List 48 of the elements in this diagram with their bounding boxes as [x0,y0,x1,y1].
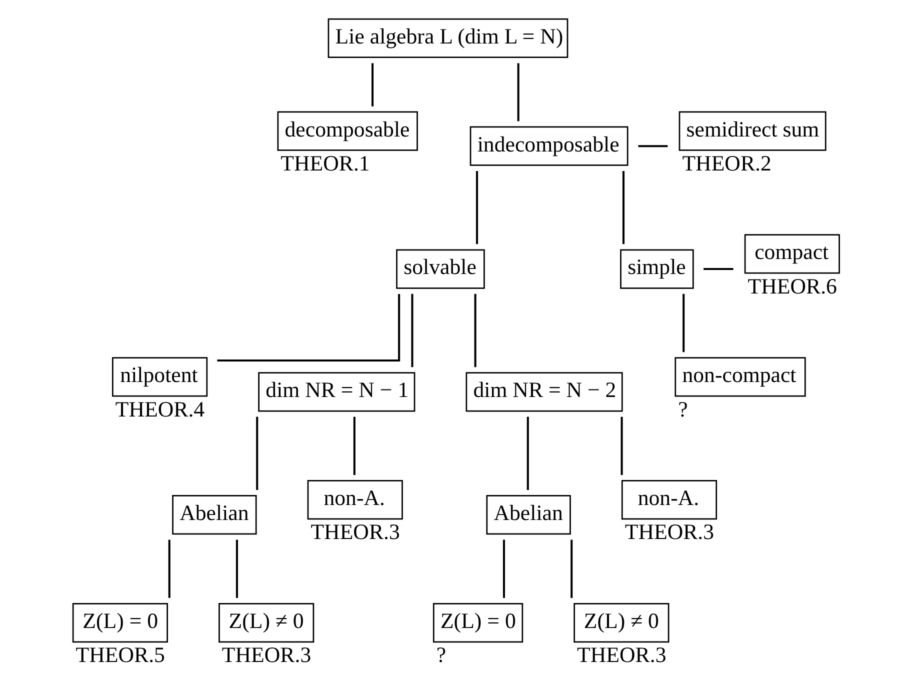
connector [236,540,238,598]
connector [517,63,520,122]
node-box: Z(L) ≠ 0 [218,602,314,643]
node-label: ? [678,397,688,422]
connector [570,540,573,598]
connector [256,416,258,490]
node-box: non-compact [674,357,806,397]
node-box: Z(L) = 0 [432,602,524,643]
node-box: solvable [396,249,485,289]
node-box: Z(L) ≠ 0 [574,602,670,643]
connector [474,294,476,368]
node-label: THEOR.3 [577,643,666,668]
connector [217,294,400,362]
node-box: Abelian [172,495,257,535]
node-label: THEOR.3 [624,520,714,544]
node-box: simple [620,249,694,289]
node-label: THEOR.6 [748,274,837,298]
connector [476,170,478,244]
node-box: non-A. [307,480,403,520]
connector [622,170,625,244]
connector [372,63,374,106]
connector [526,416,529,490]
connector [620,416,623,476]
node-label: THEOR.4 [115,397,205,422]
node-box: Abelian [486,495,571,535]
node-box: Lie algebra L (dim L = N) [328,18,568,58]
node-box: dim NR = N − 2 [466,372,623,412]
node-box: dim NR = N − 1 [258,372,416,412]
connector [638,145,668,148]
connector [682,294,685,352]
connector [502,540,505,598]
node-box: non-A. [621,480,718,520]
node-box: nilpotent [112,357,208,397]
connector [704,268,734,270]
node-label: THEOR.1 [280,151,370,176]
node-label: ? [436,643,446,668]
node-box: Z(L) = 0 [72,602,168,643]
connector [411,294,414,368]
node-label: THEOR.5 [76,643,166,668]
node-label: THEOR.3 [222,643,312,668]
connector [168,540,170,598]
node-box: indecomposable [470,126,628,166]
node-box: decomposable [277,111,418,151]
connector [353,416,356,476]
node-label: THEOR.3 [310,520,400,544]
node-label: THEOR.2 [682,151,772,176]
node-box: compact [744,234,840,274]
node-box: semidirect sum [678,111,826,151]
